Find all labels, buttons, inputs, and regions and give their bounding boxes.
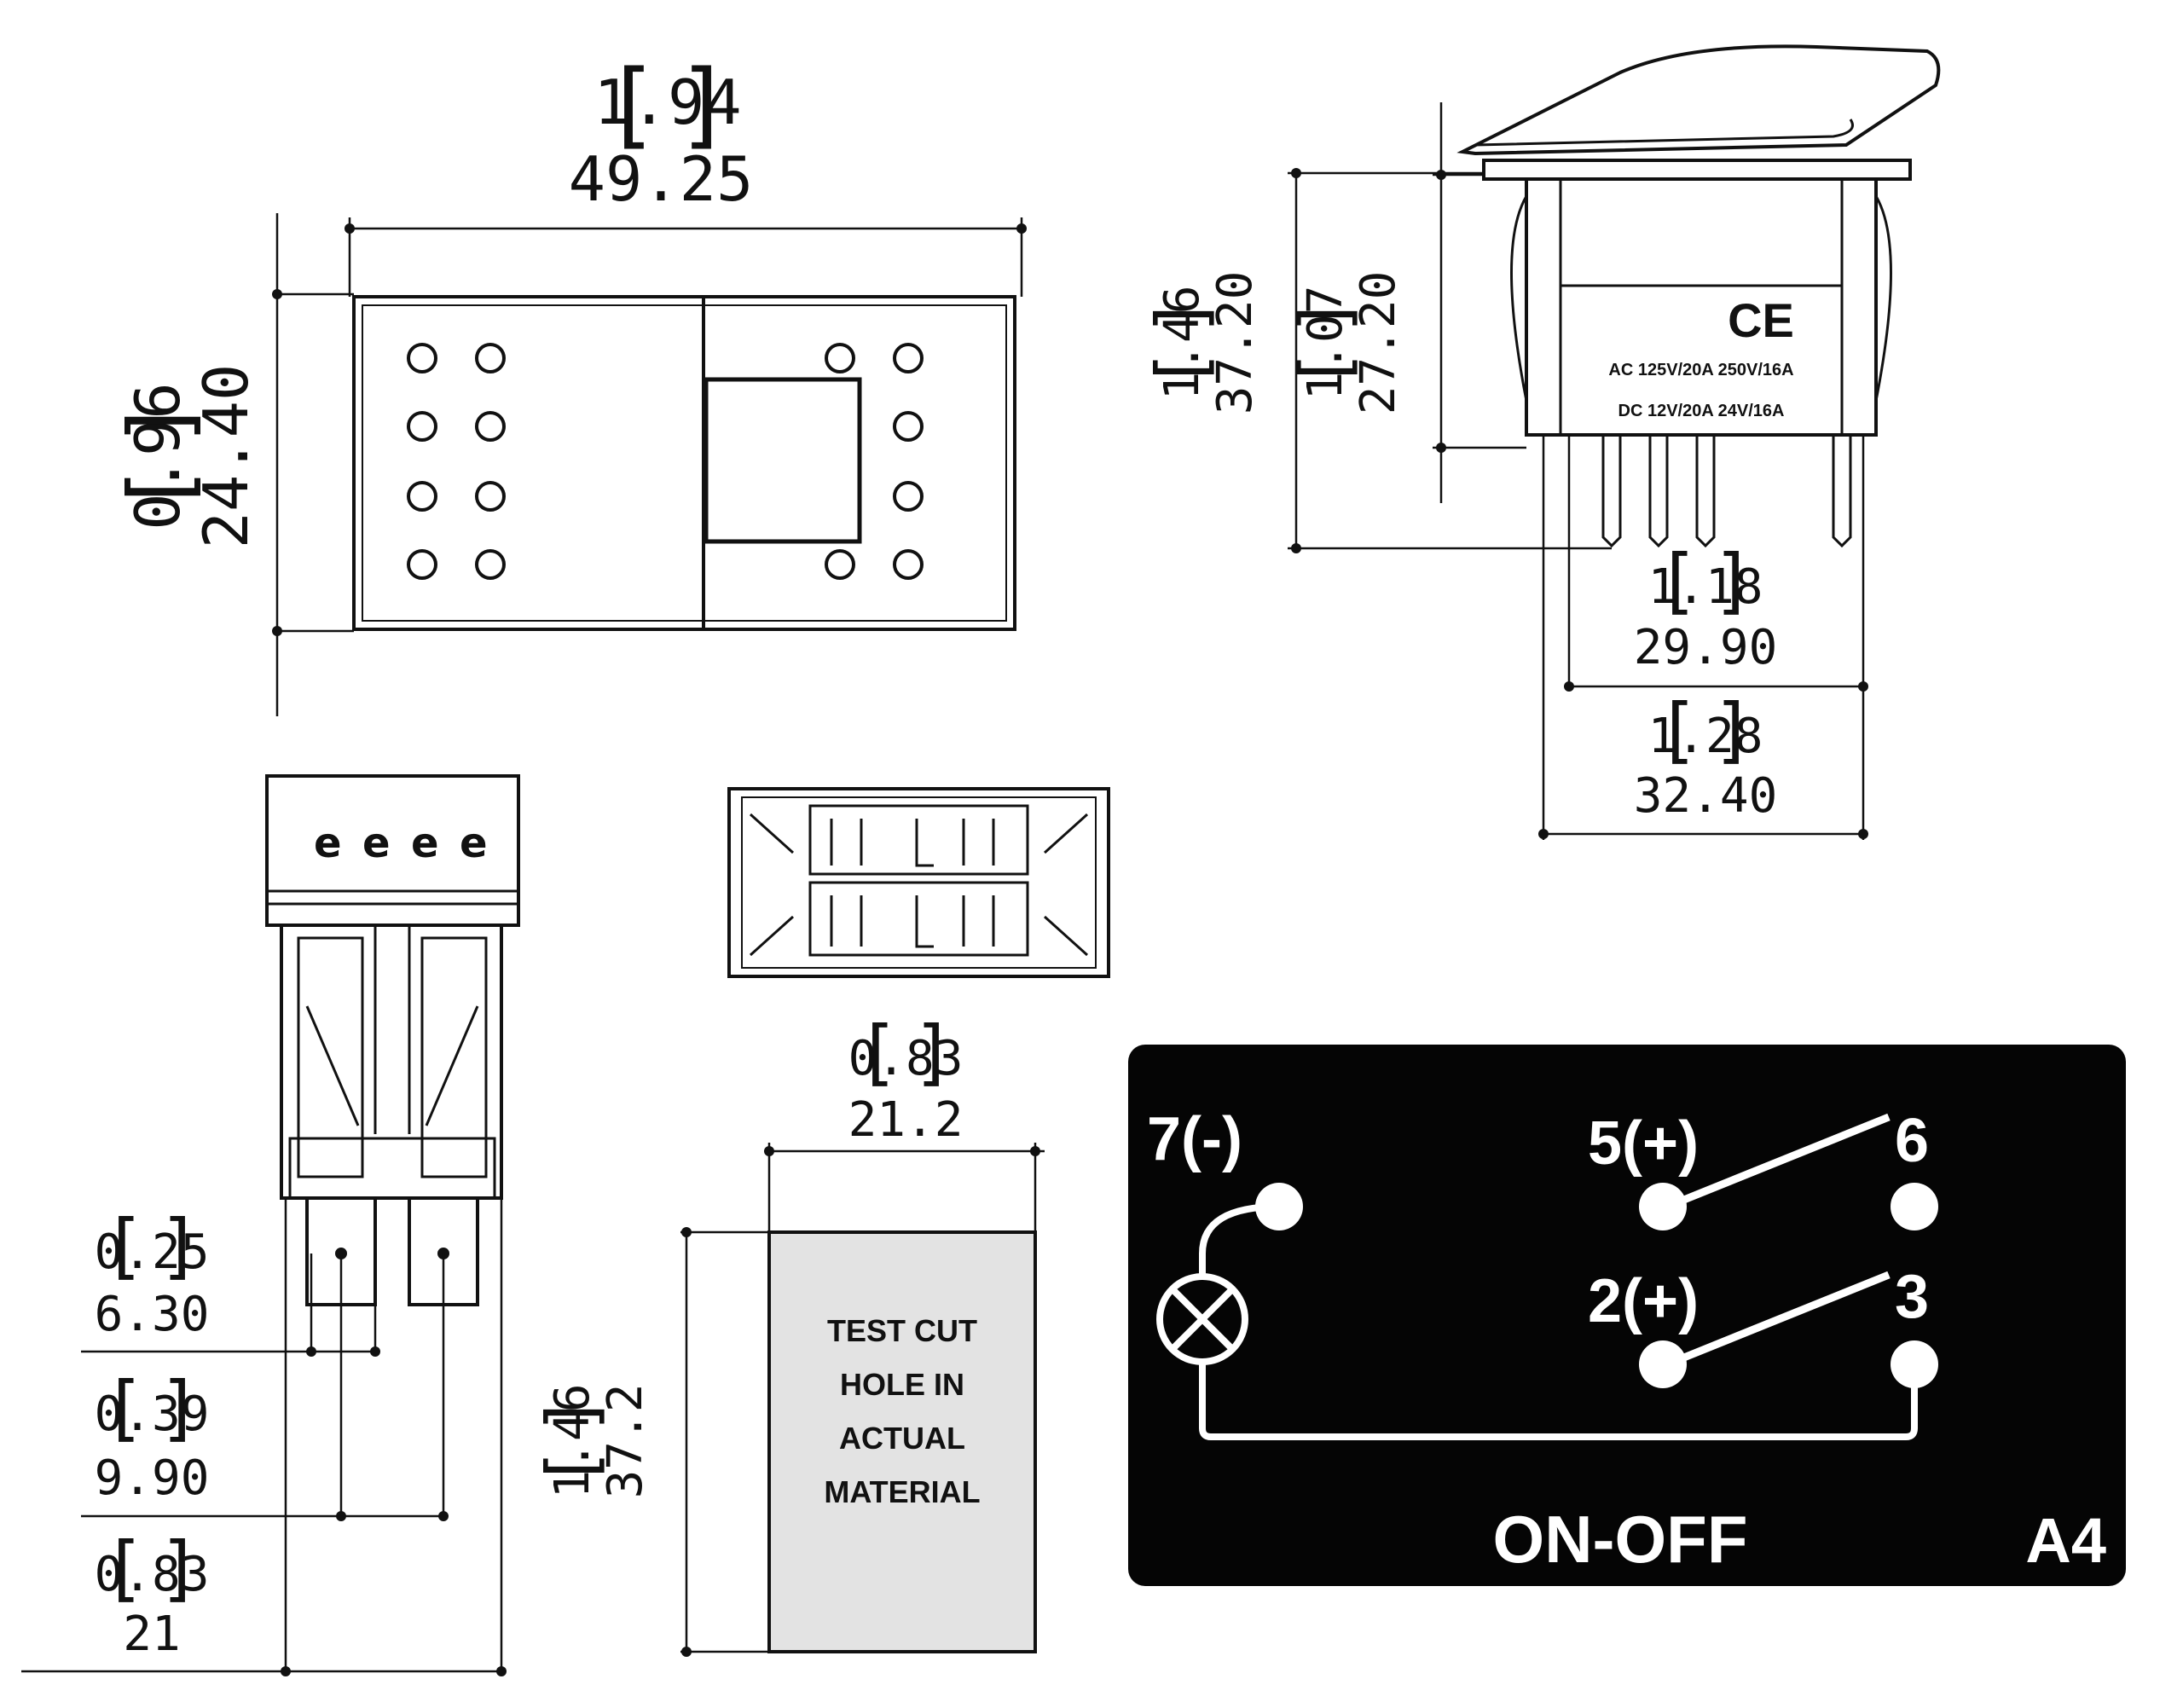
top-width-mm: 49.25 — [569, 143, 754, 215]
cutout-label-line-3: ACTUAL — [839, 1421, 965, 1456]
svg-text:e: e — [460, 819, 488, 867]
terminal-2-label: 2(+) — [1588, 1267, 1699, 1335]
top-height-bracket: [ ] — [110, 409, 210, 503]
side-body-height-bracket: [ ] — [1285, 305, 1364, 380]
side-total-height-bracket: [ ] — [1142, 305, 1221, 380]
switch-arm-top — [1665, 1113, 1891, 1211]
side-inner-width-bracket: [ ] — [1666, 539, 1745, 622]
cutout-hole — [767, 1230, 1037, 1653]
cutout-template — [680, 1143, 1045, 1657]
cutout-width-bracket: [ ] — [866, 1010, 945, 1094]
cutout-height-label: 1.46 [ ] 37.2 — [532, 1384, 653, 1499]
cutout-label-line-4: MATERIAL — [824, 1474, 980, 1509]
side-outer-width-mm: 32.40 — [1634, 768, 1778, 824]
terminal-6-label: 6 — [1895, 1107, 1929, 1175]
end-dim2-bracket: [ ] — [113, 1366, 191, 1450]
wiring-panel — [1128, 1045, 2126, 1586]
svg-text:e: e — [314, 819, 342, 867]
side-total-height-label: 1.46 [ ] 37.20 — [1142, 271, 1263, 415]
cutout-height-mm: 37.2 — [598, 1384, 653, 1499]
terminal-6-dot — [1891, 1183, 1938, 1230]
side-view — [1288, 44, 1941, 840]
top-view-pins-right — [825, 343, 924, 580]
top-height-inch: 0.96 — [122, 382, 194, 530]
side-outer-width-inch: 1.28 — [1648, 709, 1763, 764]
bottom-view — [727, 787, 1110, 978]
terminal-7-dot — [1255, 1183, 1303, 1230]
side-total-height-inch: 1.46 — [1155, 286, 1210, 401]
terminal-2-dot — [1639, 1340, 1687, 1388]
mode-label: ON-OFF — [1493, 1502, 1748, 1577]
code-label: A4 — [2025, 1505, 2106, 1576]
top-height-label: 0.96 [ ] 24.40 — [110, 364, 262, 549]
cutout-label-line-1: TEST CUT — [827, 1313, 977, 1348]
top-view — [272, 213, 1027, 716]
end-dim3-bracket: [ ] — [113, 1526, 191, 1610]
ce-mark: CE — [1728, 293, 1794, 347]
cutout-height-bracket: [ ] — [532, 1404, 611, 1479]
cutout-width-mm: 21.2 — [848, 1092, 964, 1148]
rating-line-2: DC 12V/20A 24V/16A — [1618, 402, 1785, 420]
terminal-3-label: 3 — [1895, 1263, 1929, 1331]
side-body-height-label: 1.07 [ ] 27.20 — [1285, 271, 1406, 415]
end-dim2-inch: 0.39 — [95, 1387, 210, 1442]
top-width-bracket: [ ] — [617, 49, 720, 159]
terminal-3-dot — [1891, 1340, 1938, 1388]
side-body-height-mm: 27.20 — [1351, 271, 1406, 415]
wiring-panel-background — [1128, 1045, 2126, 1586]
svg-text:e: e — [411, 819, 439, 867]
side-inner-width-inch: 1.18 — [1648, 559, 1763, 615]
cutout-label-line-2: HOLE IN — [840, 1367, 964, 1402]
top-width-inch: 1.94 — [594, 67, 741, 138]
side-total-height-mm: 37.20 — [1207, 271, 1263, 415]
cutout-width-inch: 0.83 — [848, 1031, 964, 1086]
cutout-height-inch: 1.46 — [545, 1384, 600, 1499]
terminal-5-dot — [1639, 1183, 1687, 1230]
terminal-5-label: 5(+) — [1588, 1109, 1699, 1178]
side-outer-width-bracket: [ ] — [1666, 688, 1745, 772]
end-view: e e e e — [21, 774, 520, 1676]
top-view-pins-left — [407, 343, 506, 580]
side-inner-width-mm: 29.90 — [1634, 620, 1778, 675]
end-dim2-mm: 9.90 — [95, 1450, 210, 1506]
end-dim1-inch: 0.25 — [95, 1225, 210, 1280]
end-dim1-bracket: [ ] — [113, 1204, 191, 1288]
end-dim3-mm: 21 — [123, 1607, 180, 1662]
rating-line-1: AC 125V/20A 250V/16A — [1608, 361, 1793, 379]
end-dim1-mm: 6.30 — [95, 1287, 210, 1342]
end-dim3-inch: 0.83 — [95, 1547, 210, 1602]
svg-text:e: e — [362, 819, 391, 867]
terminal-7-label: 7(-) — [1147, 1105, 1242, 1173]
side-body-height-inch: 1.07 — [1298, 286, 1353, 401]
top-height-mm: 24.40 — [190, 364, 262, 549]
switch-arm-bottom — [1665, 1271, 1891, 1369]
lamp-icon — [1156, 1273, 1248, 1365]
